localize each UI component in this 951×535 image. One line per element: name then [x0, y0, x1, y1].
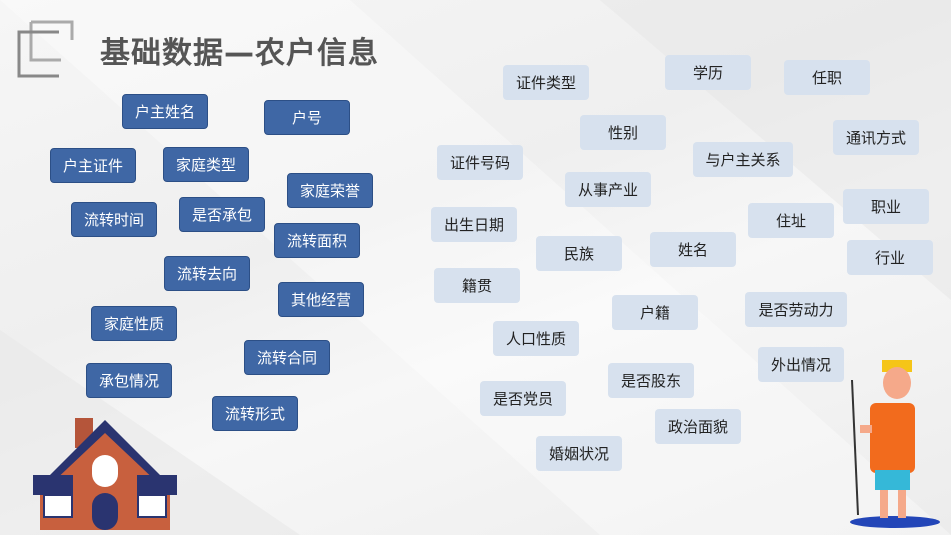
person-field-tag: 职业 — [843, 189, 929, 224]
household-field-tag: 流转时间 — [71, 202, 157, 237]
person-field-tag: 外出情况 — [758, 347, 844, 382]
household-field-tag: 流转合同 — [244, 340, 330, 375]
household-field-tag: 户号 — [264, 100, 350, 135]
household-field-tag: 户主姓名 — [122, 94, 208, 129]
person-field-tag: 民族 — [536, 236, 622, 271]
person-field-tag: 住址 — [748, 203, 834, 238]
person-field-tag: 籍贯 — [434, 268, 520, 303]
page-title: 基础数据—农户信息 — [100, 36, 379, 71]
household-field-tag: 家庭性质 — [91, 306, 177, 341]
person-field-tag: 任职 — [784, 60, 870, 95]
household-field-tag: 家庭类型 — [163, 147, 249, 182]
person-field-tag: 学历 — [665, 55, 751, 90]
household-field-tag: 流转形式 — [212, 396, 298, 431]
household-field-tag: 家庭荣誉 — [287, 173, 373, 208]
person-field-tag: 姓名 — [650, 232, 736, 267]
house-illustration — [33, 418, 177, 530]
person-field-tag: 是否股东 — [608, 363, 694, 398]
household-field-tag: 流转面积 — [274, 223, 360, 258]
household-field-tag: 承包情况 — [86, 363, 172, 398]
person-field-tag: 政治面貌 — [655, 409, 741, 444]
person-field-tag: 出生日期 — [431, 207, 517, 242]
person-field-tag: 婚姻状况 — [536, 436, 622, 471]
fisherman-illustration — [850, 360, 940, 528]
person-field-tag: 人口性质 — [493, 321, 579, 356]
title-logo-icon — [17, 20, 74, 78]
household-field-tag: 流转去向 — [164, 256, 250, 291]
person-field-tag: 是否党员 — [480, 381, 566, 416]
person-field-tag: 性别 — [580, 115, 666, 150]
person-field-tag: 与户主关系 — [693, 142, 793, 177]
household-field-tag: 其他经营 — [278, 282, 364, 317]
person-field-tag: 户籍 — [612, 295, 698, 330]
household-field-tag: 是否承包 — [179, 197, 265, 232]
person-field-tag: 通讯方式 — [833, 120, 919, 155]
person-field-tag: 是否劳动力 — [745, 292, 847, 327]
person-field-tag: 行业 — [847, 240, 933, 275]
person-field-tag: 证件号码 — [437, 145, 523, 180]
household-field-tag: 户主证件 — [50, 148, 136, 183]
person-field-tag: 从事产业 — [565, 172, 651, 207]
person-field-tag: 证件类型 — [503, 65, 589, 100]
